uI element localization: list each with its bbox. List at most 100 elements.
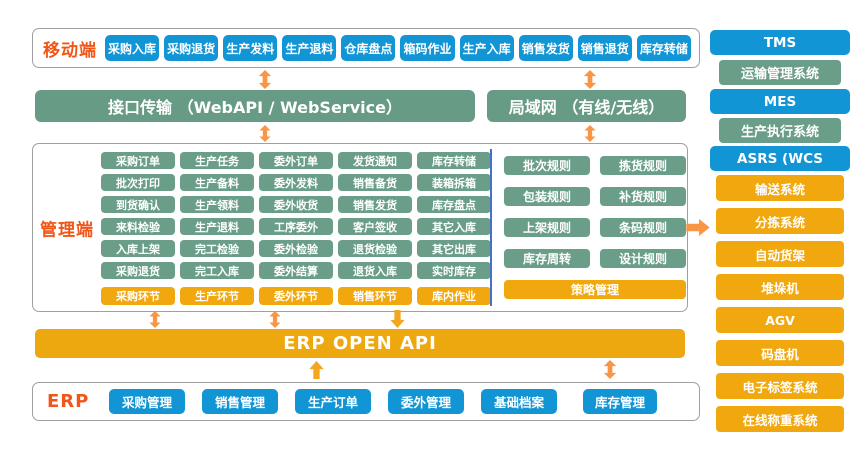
management-item[interactable]: 库存盘点 xyxy=(417,196,491,213)
erp-open-api-bar: ERP OPEN API xyxy=(35,329,685,358)
management-item[interactable]: 生产退料 xyxy=(180,218,254,235)
mobile-section: 移动端 采购入库采购退货生产发料生产退料仓库盘点箱码作业生产入库销售发货销售退货… xyxy=(32,28,700,68)
mobile-button[interactable]: 采购退货 xyxy=(164,35,219,61)
management-column-footer[interactable]: 委外环节 xyxy=(259,287,333,305)
mobile-section-label: 移动端 xyxy=(43,40,97,61)
management-item[interactable]: 批次打印 xyxy=(101,174,175,191)
erp-module-button[interactable]: 生产订单 xyxy=(295,389,371,414)
device-button[interactable]: AGV xyxy=(716,307,844,333)
management-column-footer[interactable]: 销售环节 xyxy=(338,287,412,305)
management-item[interactable]: 生产领料 xyxy=(180,196,254,213)
management-item[interactable]: 其它入库 xyxy=(417,218,491,235)
management-item[interactable]: 委外结算 xyxy=(259,262,333,279)
mobile-button[interactable]: 销售发货 xyxy=(518,35,573,61)
management-item[interactable]: 完工检验 xyxy=(180,240,254,257)
management-item[interactable]: 委外发料 xyxy=(259,174,333,191)
management-item[interactable]: 完工入库 xyxy=(180,262,254,279)
management-item[interactable]: 采购退货 xyxy=(101,262,175,279)
mobile-button[interactable]: 生产入库 xyxy=(459,35,514,61)
erp-section: ERP 采购管理销售管理生产订单委外管理基础档案 库存管理 xyxy=(32,382,700,421)
management-section-label: 管理端 xyxy=(40,220,94,240)
management-item[interactable]: 委外检验 xyxy=(259,240,333,257)
rule-item[interactable]: 补货规则 xyxy=(600,187,686,206)
mobile-button[interactable]: 仓库盘点 xyxy=(341,35,396,61)
updown-arrow-icon xyxy=(268,311,282,328)
tms-header[interactable]: TMS xyxy=(710,30,850,55)
updown-arrow-icon xyxy=(258,70,272,89)
device-button[interactable]: 自动货架 xyxy=(716,241,844,267)
updown-arrow-icon xyxy=(258,125,272,142)
updown-arrow-icon xyxy=(603,360,617,379)
management-item[interactable]: 库存转储 xyxy=(417,152,491,169)
management-item[interactable]: 装箱拆箱 xyxy=(417,174,491,191)
right-arrow-icon xyxy=(686,219,710,236)
mes-header[interactable]: MES xyxy=(710,89,850,114)
updown-arrow-icon xyxy=(148,311,162,328)
management-item[interactable]: 实时库存 xyxy=(417,262,491,279)
management-item[interactable]: 退货入库 xyxy=(338,262,412,279)
updown-arrow-icon xyxy=(583,70,597,89)
rule-item[interactable]: 库存周转 xyxy=(504,249,590,268)
management-item[interactable]: 其它出库 xyxy=(417,240,491,257)
management-item[interactable]: 退货检验 xyxy=(338,240,412,257)
rule-item[interactable]: 拣货规则 xyxy=(600,156,686,175)
management-column: 库存转储装箱拆箱库存盘点其它入库其它出库实时库存库内作业 xyxy=(417,152,491,305)
asrs-header[interactable]: ASRS (WCS xyxy=(710,146,850,171)
mes-sub-label[interactable]: 生产执行系统 xyxy=(719,118,841,143)
tms-sub-label[interactable]: 运输管理系统 xyxy=(719,60,841,85)
down-arrow-icon xyxy=(388,310,407,328)
management-item[interactable]: 入库上架 xyxy=(101,240,175,257)
management-column-footer[interactable]: 生产环节 xyxy=(180,287,254,305)
erp-module-button[interactable]: 销售管理 xyxy=(202,389,278,414)
erp-module-button[interactable]: 基础档案 xyxy=(481,389,557,414)
management-item[interactable]: 来料检验 xyxy=(101,218,175,235)
management-item[interactable]: 到货确认 xyxy=(101,196,175,213)
device-button[interactable]: 堆垛机 xyxy=(716,274,844,300)
strategy-management-button[interactable]: 策略管理 xyxy=(504,280,686,299)
mobile-button[interactable]: 销售退货 xyxy=(577,35,632,61)
management-item[interactable]: 采购订单 xyxy=(101,152,175,169)
management-item[interactable]: 销售备货 xyxy=(338,174,412,191)
erp-module-button[interactable]: 委外管理 xyxy=(388,389,464,414)
erp-section-label: ERP xyxy=(47,391,90,412)
rule-item[interactable]: 条码规则 xyxy=(600,218,686,237)
erp-stock-button[interactable]: 库存管理 xyxy=(583,389,657,414)
management-column: 生产任务生产备料生产领料生产退料完工检验完工入库生产环节 xyxy=(180,152,254,305)
management-item[interactable]: 发货通知 xyxy=(338,152,412,169)
rule-item[interactable]: 上架规则 xyxy=(504,218,590,237)
mobile-button[interactable]: 采购入库 xyxy=(105,35,160,61)
mobile-button[interactable]: 生产退料 xyxy=(282,35,337,61)
management-item[interactable]: 生产备料 xyxy=(180,174,254,191)
device-button[interactable]: 输送系统 xyxy=(716,175,844,201)
rule-item[interactable]: 包装规则 xyxy=(504,187,590,206)
management-item[interactable]: 委外订单 xyxy=(259,152,333,169)
management-column-footer[interactable]: 库内作业 xyxy=(417,287,491,305)
rule-item[interactable]: 设计规则 xyxy=(600,249,686,268)
device-button[interactable]: 分拣系统 xyxy=(716,208,844,234)
device-button[interactable]: 码盘机 xyxy=(716,340,844,366)
management-column-footer[interactable]: 采购环节 xyxy=(101,287,175,305)
device-button[interactable]: 电子标签系统 xyxy=(716,373,844,399)
rules-grid: 批次规则拣货规则包装规则补货规则上架规则条码规则库存周转设计规则策略管理 xyxy=(504,156,686,299)
erp-module-button[interactable]: 采购管理 xyxy=(109,389,185,414)
lan-bar: 局域网 （有线/无线） xyxy=(487,90,686,122)
updown-arrow-icon xyxy=(583,125,597,142)
vertical-divider xyxy=(490,149,492,306)
mobile-button[interactable]: 箱码作业 xyxy=(400,35,455,61)
management-item[interactable]: 客户签收 xyxy=(338,218,412,235)
interface-transfer-bar: 接口传输 （WebAPI / WebService） xyxy=(35,90,475,122)
rule-item[interactable]: 批次规则 xyxy=(504,156,590,175)
management-grid: 采购订单批次打印到货确认来料检验入库上架采购退货采购环节生产任务生产备料生产领料… xyxy=(101,152,491,305)
mobile-button[interactable]: 生产发料 xyxy=(223,35,278,61)
management-item[interactable]: 销售发货 xyxy=(338,196,412,213)
mobile-button[interactable]: 库存转储 xyxy=(636,35,691,61)
management-column: 委外订单委外发料委外收货工序委外委外检验委外结算委外环节 xyxy=(259,152,333,305)
management-item[interactable]: 生产任务 xyxy=(180,152,254,169)
management-item[interactable]: 委外收货 xyxy=(259,196,333,213)
management-item[interactable]: 工序委外 xyxy=(259,218,333,235)
up-arrow-icon xyxy=(307,361,326,379)
management-column: 采购订单批次打印到货确认来料检验入库上架采购退货采购环节 xyxy=(101,152,175,305)
device-button[interactable]: 在线称重系统 xyxy=(716,406,844,432)
management-column: 发货通知销售备货销售发货客户签收退货检验退货入库销售环节 xyxy=(338,152,412,305)
